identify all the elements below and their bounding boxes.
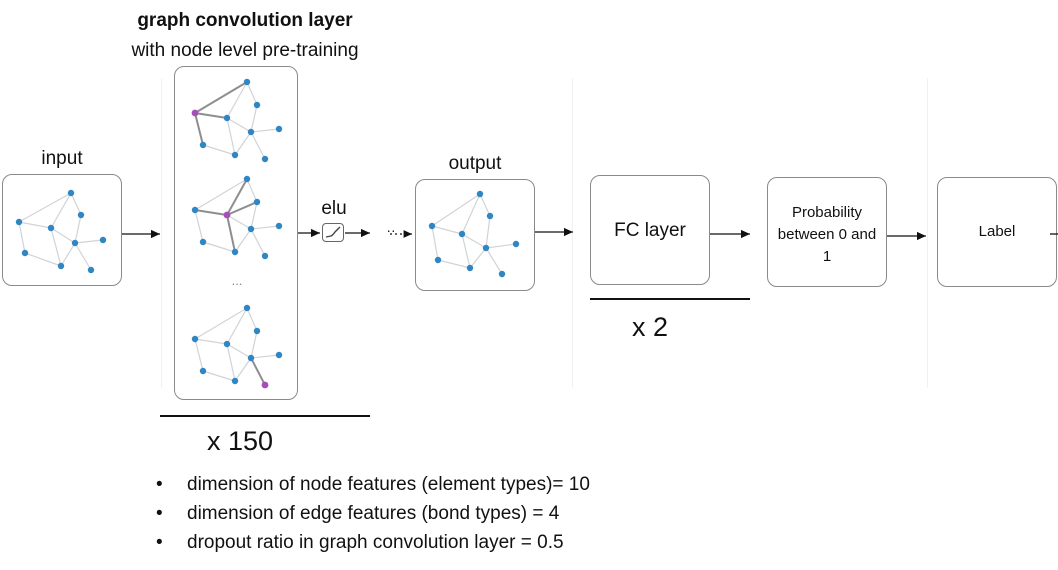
guide-line bbox=[161, 78, 162, 388]
notes-list: dimension of node features (element type… bbox=[150, 470, 590, 557]
probability-label: Probability between 0 and 1 bbox=[777, 204, 877, 265]
input-label: input bbox=[41, 148, 83, 169]
elu-activation-icon bbox=[322, 223, 344, 242]
fc-repeat-label: x 2 bbox=[631, 312, 669, 342]
fc-layer-label: FC layer bbox=[614, 220, 686, 241]
label-box-text: Label bbox=[978, 223, 1016, 240]
output-graph-box bbox=[415, 179, 535, 291]
fc-layer-box: FC layer bbox=[590, 175, 710, 285]
input-graph bbox=[15, 189, 107, 274]
note-item: dropout ratio in graph convolution layer… bbox=[150, 528, 590, 557]
gcl-graph-3 bbox=[191, 304, 283, 389]
gcl-title: graph convolution layer bbox=[137, 10, 353, 31]
label-box: Label bbox=[937, 177, 1057, 287]
guide-line bbox=[927, 78, 928, 388]
input-graph-box bbox=[2, 174, 122, 286]
gcl-repeat-label: x 150 bbox=[206, 426, 274, 456]
fc-repeat-bar bbox=[590, 298, 750, 300]
note-item: dimension of node features (element type… bbox=[150, 470, 590, 499]
gcl-graph-1 bbox=[191, 78, 283, 163]
gcl-subtitle: with node level pre-training bbox=[131, 40, 359, 61]
output-label: output bbox=[448, 153, 502, 174]
guide-line bbox=[572, 78, 573, 388]
gcl-repeat-bar bbox=[160, 415, 370, 417]
gcl-ellipsis: ... bbox=[231, 273, 243, 288]
gcl-graph-2 bbox=[191, 175, 283, 260]
dots-label: ·· bbox=[386, 222, 396, 238]
output-graph bbox=[428, 190, 520, 278]
note-item: dimension of edge features (bond types) … bbox=[150, 499, 590, 528]
gcl-box: ... bbox=[174, 66, 298, 400]
activation-label: elu bbox=[321, 198, 347, 219]
probability-box: Probability between 0 and 1 bbox=[767, 177, 887, 287]
